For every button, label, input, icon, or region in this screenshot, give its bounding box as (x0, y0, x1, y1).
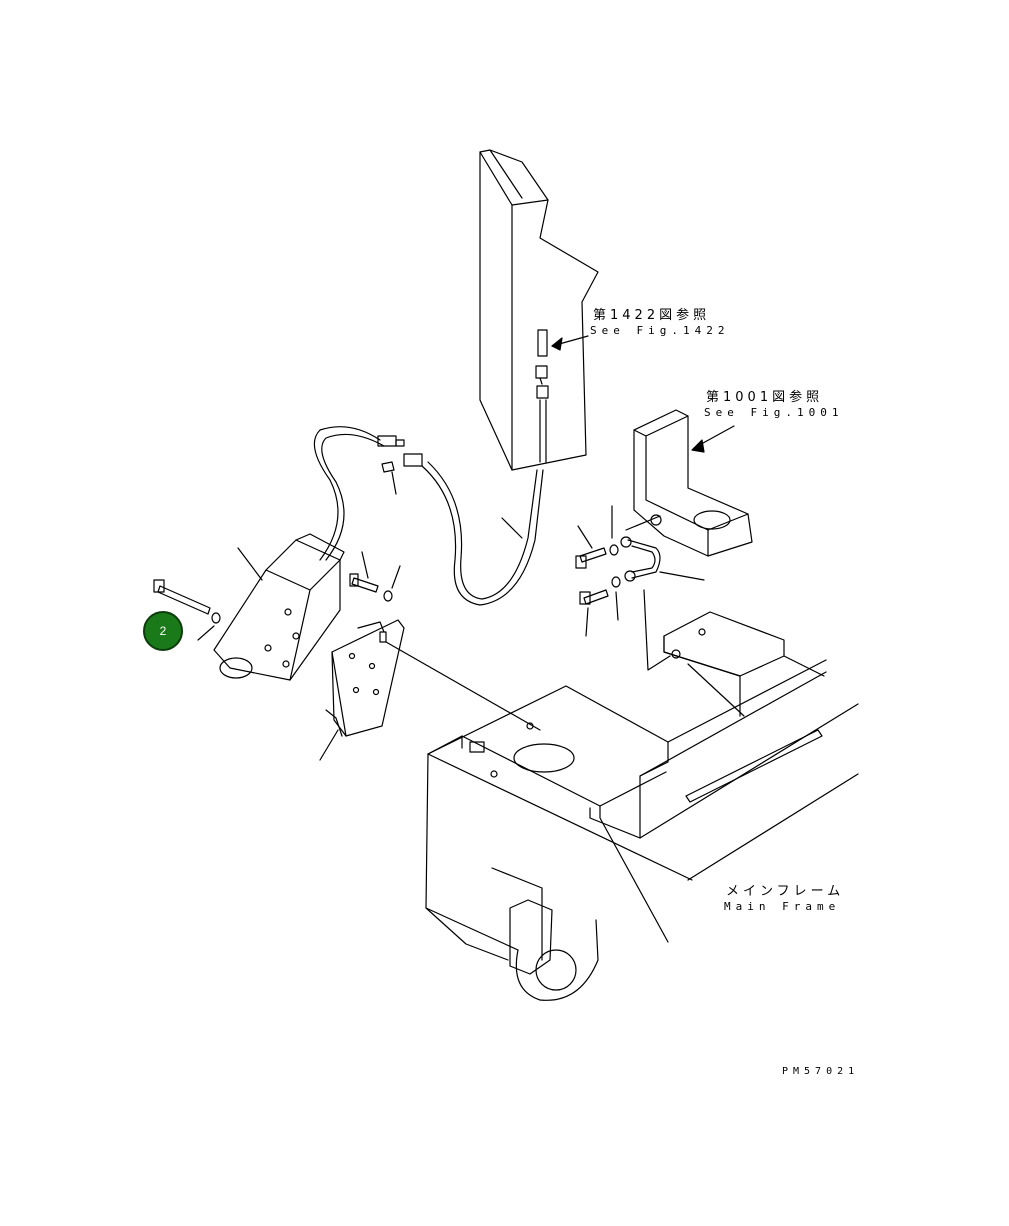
ref1001-arrowhead (691, 439, 705, 453)
step-bracket (633, 409, 753, 557)
part-callout-2[interactable]: 2 (143, 611, 183, 651)
ref1422-japanese-label: 第1422図参照 (593, 308, 711, 323)
small-bolts (349, 551, 401, 602)
main-frame-japanese-label: メインフレーム (726, 884, 845, 899)
cab-panel (479, 149, 599, 471)
drawing-code: PM57021 (782, 1066, 860, 1077)
ref1422-arrowhead (551, 337, 563, 351)
solenoid-unit (213, 533, 345, 681)
long-bolt (153, 579, 221, 641)
main-frame-english-label: Main Frame (724, 900, 841, 913)
bracket-leader-line (385, 641, 541, 731)
ref1422-english-label: See Fig.1422 (590, 324, 730, 337)
mounting-bracket (319, 619, 405, 761)
ref1001-japanese-label: 第1001図参照 (706, 390, 824, 405)
wire-harness (313, 426, 544, 606)
main-frame (425, 611, 859, 1001)
ref1001-english-label: See Fig.1001 (704, 406, 844, 419)
ground-cable (575, 505, 705, 671)
